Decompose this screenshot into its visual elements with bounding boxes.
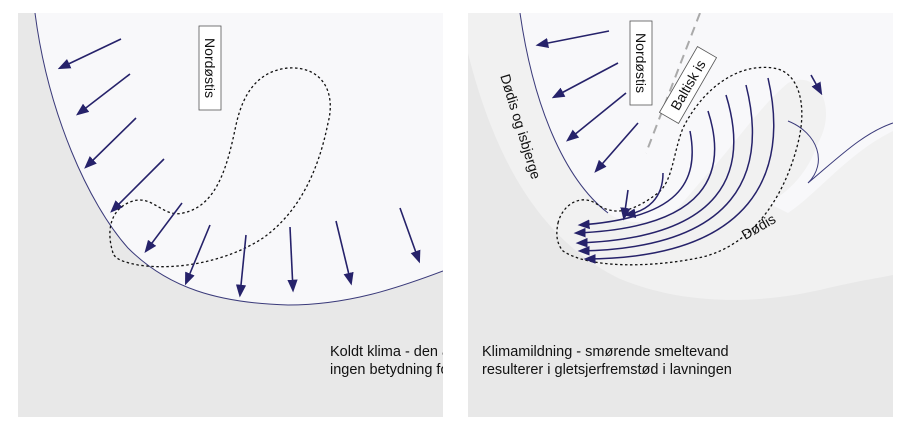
flow-arrow	[620, 189, 631, 221]
flow-arrow	[566, 92, 627, 142]
ice-flow-arrows	[535, 30, 823, 221]
flow-line	[623, 172, 664, 219]
flow-arrow	[110, 158, 165, 213]
label-nordostis-left: Nordøstis	[198, 25, 222, 111]
flow-arrow	[185, 224, 211, 286]
flow-arrow	[810, 74, 823, 96]
flow-line	[583, 77, 775, 264]
flow-arrow	[287, 226, 298, 293]
flow-arrow	[75, 73, 131, 116]
flow-arrow	[399, 207, 421, 264]
caption-line: Klimamildning - smørende smeltevand	[482, 344, 729, 360]
ice-margin-line	[34, 13, 443, 306]
caption-left: Koldt klima - den antydede lavning (stip…	[18, 343, 443, 379]
flow-line	[577, 84, 754, 256]
flow-line	[573, 110, 716, 238]
ice-sheet	[35, 13, 443, 305]
ice-flow-arrows	[57, 38, 421, 298]
label-nordostis-right: Nordøstis	[629, 20, 653, 106]
flow-arrow	[57, 38, 122, 70]
ice-margin-line-east	[787, 120, 893, 184]
svg-text:Nordøstis: Nordøstis	[202, 38, 218, 98]
flow-line	[575, 94, 735, 248]
flow-line	[577, 130, 693, 230]
diagram-climate-warming: Nordøstis Baltisk is Dødis og isbjerge D…	[468, 13, 893, 300]
ice-divide-line	[645, 13, 701, 154]
flow-arrow	[594, 122, 639, 173]
panel-cold-climate: Nordøstis Koldt klima - den antydede lav…	[18, 13, 443, 417]
flow-arrow	[535, 30, 610, 49]
ice-stream-flowlines	[573, 77, 775, 264]
caption-line: ingen betydning for isstrømmen	[330, 362, 443, 378]
flow-arrow	[144, 202, 183, 254]
caption-line: Koldt klima - den antydede lavning (stip…	[330, 344, 443, 360]
panel-climate-warming: Nordøstis Baltisk is Dødis og isbjerge D…	[468, 13, 893, 417]
flow-arrow	[84, 117, 137, 169]
svg-text:Nordøstis: Nordøstis	[633, 33, 649, 93]
diagram-cold-climate: Nordøstis	[34, 13, 443, 306]
caption-line: resulterer i gletsjerfremstød i lavninge…	[482, 362, 732, 378]
ice-margin-line	[519, 13, 609, 214]
caption-right: Klimamildning - smørende smeltevand resu…	[468, 343, 893, 379]
flow-arrow	[335, 220, 354, 286]
flow-arrow	[235, 234, 247, 298]
flow-arrow	[551, 62, 619, 99]
